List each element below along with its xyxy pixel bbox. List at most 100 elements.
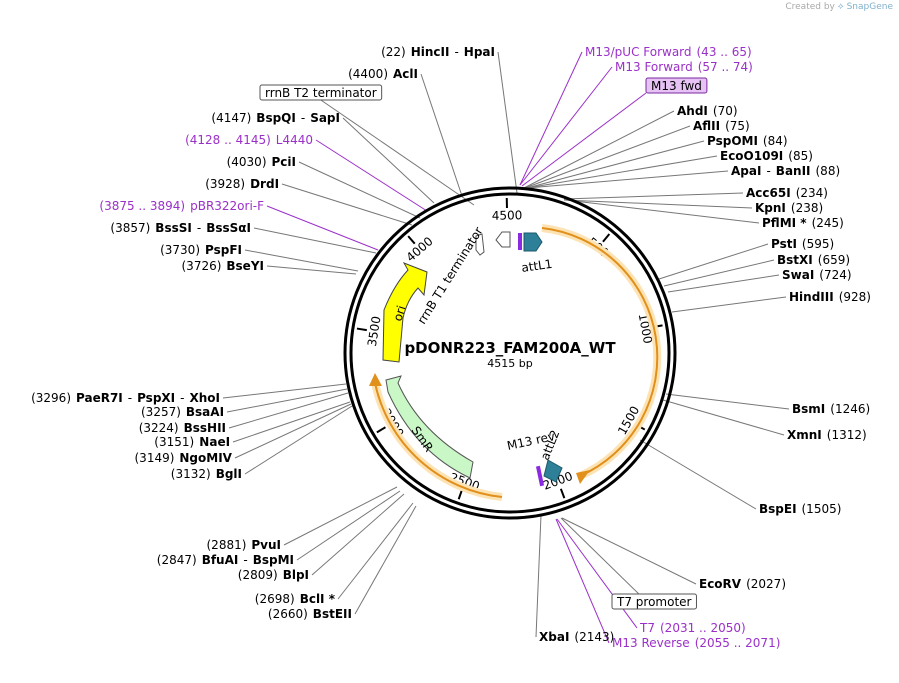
site-position: (595) [802, 237, 834, 251]
snapgene-credit: Created by ⟡ SnapGene [785, 2, 893, 12]
feature-label-text: rrnB T2 terminator [265, 86, 377, 100]
enzyme-name: PaeR7I [76, 391, 123, 405]
enzyme-name: BssSI [155, 221, 192, 235]
enzyme-name: HindIII [789, 290, 834, 304]
enzyme-name: HpaI [464, 45, 495, 59]
leader-line [298, 161, 421, 219]
leader-line [565, 199, 760, 224]
enzyme-name: PvuI [251, 538, 281, 552]
site-label: (3726)BseYI [182, 259, 264, 273]
site-label: (4030)PciI [227, 155, 296, 169]
leader-line [555, 518, 610, 644]
leader-line [253, 227, 377, 254]
enzyme-name: BlpI [283, 568, 309, 582]
tick-mark [356, 327, 367, 332]
enzyme-name: PstI [771, 237, 797, 251]
tick-label: 4000 [404, 234, 436, 265]
site-label: BstXI(659) [777, 253, 850, 267]
primer-text: T7 [639, 621, 655, 635]
site-position: (3132) [171, 467, 211, 481]
primer-text: (43 .. 65) [697, 45, 752, 59]
enzyme-name: PciI [272, 155, 297, 169]
enzyme-name: XbaI [539, 630, 569, 644]
leader-line [337, 502, 414, 600]
backbone-inner-ring [349, 192, 671, 514]
enzyme-name: BfuAI [202, 553, 239, 567]
site-position: (3857) [110, 221, 150, 235]
site-label: (3928)DrdI [205, 177, 279, 191]
site-position: (2809) [238, 568, 278, 582]
site-position: - [301, 111, 305, 125]
site-label: PflMI * (245) [762, 216, 844, 230]
leader-line [526, 155, 718, 189]
site-label: (3132)BglI [171, 467, 242, 481]
leader-line [315, 139, 428, 212]
leader-line [665, 393, 790, 410]
leader-line [266, 205, 379, 251]
leader-line [497, 51, 518, 194]
leader-line [526, 170, 729, 189]
leader-line [283, 486, 398, 546]
enzyme-name: SwaI [782, 268, 814, 282]
leader-line [232, 401, 351, 443]
site-label: M13 fwd [645, 77, 708, 94]
primer-text: (2031 .. 2050) [660, 621, 746, 635]
feature-label-box [645, 77, 708, 94]
site-position: (3730) [160, 243, 200, 257]
site-position: (3224) [139, 421, 179, 435]
site-label: EcoRV(2027) [699, 577, 786, 591]
primer-text: (3875 .. 3894) [99, 199, 185, 213]
attl-span-arc [541, 227, 659, 477]
tick-mark [602, 233, 611, 243]
enzyme-name: BsaAI [186, 405, 224, 419]
leader-line [228, 392, 349, 429]
primer-text: (2055 .. 2071) [695, 636, 781, 650]
site-label: AhdI(70) [677, 104, 738, 118]
leader-line [663, 259, 775, 287]
site-label: PstI (595) [771, 237, 834, 251]
enzyme-name: BsmI [792, 402, 825, 416]
enzyme-name: BspQI [256, 111, 296, 125]
white-arrow-feature [495, 231, 511, 248]
enzyme-name: BspMI [253, 553, 294, 567]
site-label: AflII(75) [693, 119, 750, 133]
enzyme-name: EcoRV [699, 577, 742, 591]
site-position: (75) [725, 119, 750, 133]
feature-label-text: T7 promoter [616, 595, 692, 609]
site-label: (2809) BlpI [238, 568, 309, 582]
site-position: (3726) [182, 259, 222, 273]
leader-line [519, 66, 613, 186]
leader-line [281, 183, 413, 226]
leader-lines [222, 51, 790, 644]
site-label: (4400)AclI [348, 67, 418, 81]
site-label: (3224)BssHII [139, 421, 226, 435]
primer-text: L4440 [276, 133, 313, 147]
tick-mark [407, 235, 416, 245]
site-label: T7 promoter [611, 593, 697, 610]
site-label: (4128 .. 4145)L4440 [185, 133, 313, 147]
feature-label-text: M13 fwd [651, 79, 702, 93]
m13-fwd-primer-mark [518, 233, 522, 250]
enzyme-name: BstEII [313, 607, 352, 621]
tick-mark [376, 426, 386, 434]
snapgene-logo-icon: ⟡ [837, 2, 844, 12]
leader-line [342, 117, 435, 204]
site-position: (22) [381, 45, 406, 59]
backbone-outer-ring [343, 186, 677, 520]
enzyme-name: PspOMI [707, 134, 758, 148]
site-label: T7 (2031 .. 2050) [639, 621, 746, 635]
site-position: (3151) [154, 435, 194, 449]
enzyme-name: NaeI [199, 435, 230, 449]
site-position: - [197, 221, 201, 235]
site-position: (245) [812, 216, 844, 230]
site-label: (3257)BsaAI [141, 405, 224, 419]
leader-line [563, 199, 753, 209]
site-position: (4400) [348, 67, 388, 81]
enzyme-name: BstXI [777, 253, 813, 267]
leader-line [296, 490, 401, 561]
enzyme-name: PflMI * [762, 216, 807, 230]
leader-line [523, 110, 675, 189]
leader-line [226, 388, 348, 413]
tick-label: 4500 [492, 208, 523, 223]
site-label: XbaI(2143) [539, 630, 614, 644]
